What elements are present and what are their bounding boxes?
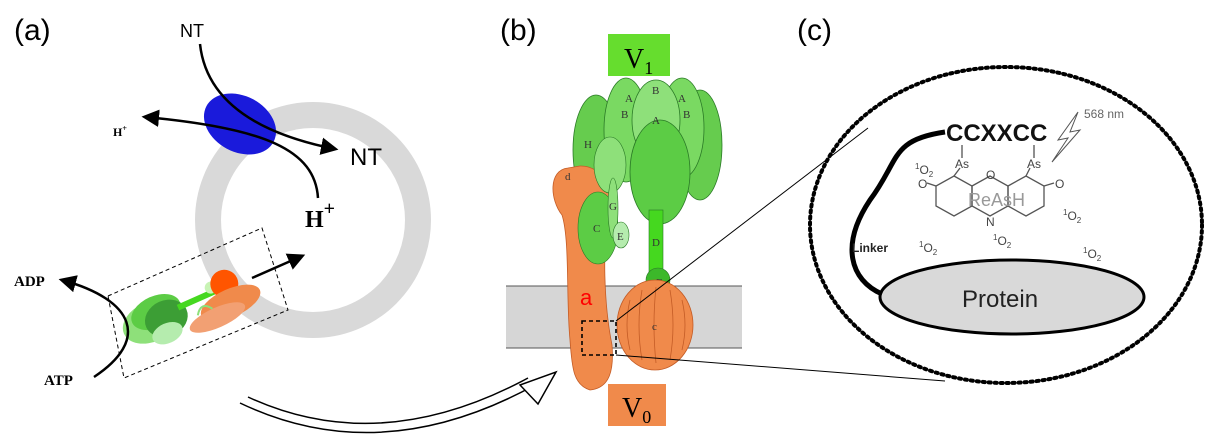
subunit-b1: B: [652, 85, 659, 97]
panel-a: (a) NT H+ NT H+ A: [14, 14, 431, 389]
subunit-a3: A: [652, 115, 660, 127]
subunit-a1: A: [625, 93, 633, 105]
lightning-icon: [1051, 111, 1082, 163]
atpase-dashed-box: [107, 227, 289, 379]
transporter-ellipse: [203, 93, 277, 155]
as-left-label: As: [955, 157, 969, 171]
zoom-line-bottom: [615, 354, 946, 382]
subunit-a2: A: [678, 93, 686, 105]
tag-sequence: CCXXCC: [946, 120, 1047, 147]
v1-head: [572, 77, 723, 225]
subunit-b2: B: [621, 109, 628, 121]
panel-c-label: (c): [797, 14, 832, 47]
o-left-label: O: [918, 177, 927, 191]
zoom-box: [581, 320, 617, 356]
reash-rings: [926, 167, 1055, 217]
nt-top-label: NT: [180, 21, 204, 41]
subunit-h: H: [584, 139, 592, 151]
o-right-label: O: [1055, 177, 1064, 191]
singlet-o2-4: 1O2: [993, 233, 1012, 250]
vesicle-ring: [195, 102, 431, 338]
o-center-label: O: [986, 168, 995, 182]
subunit-e-shape: [612, 221, 630, 249]
v0-label: V0: [622, 393, 651, 427]
v1-label: V1: [624, 44, 653, 78]
panel-b-label: (b): [500, 14, 537, 47]
mini-vatpase: [122, 269, 261, 345]
c-ring: [616, 279, 694, 371]
as-right-label: As: [1027, 157, 1041, 171]
v1-box: [608, 34, 670, 76]
atp-adp-arrow: [58, 275, 130, 379]
nt-arrow: [198, 43, 339, 155]
proton-pump-arrow: [251, 253, 306, 280]
h-plus-big-label: H+: [305, 198, 335, 233]
subunit-c-upper: C: [593, 223, 600, 235]
panel-b: (b) V1 A B A B A B D F a H: [500, 14, 742, 427]
subunit-d-small: d: [565, 171, 571, 183]
panel-c: (c) Protein Linker CCXXCC 568 nm As As O: [797, 14, 1204, 385]
h-plus-arrow: [141, 109, 320, 199]
protein-ellipse: [878, 258, 1146, 336]
h-plus-small-label: H+: [113, 124, 127, 139]
subunit-a-label: a: [580, 285, 593, 310]
wavelength-label: 568 nm: [1084, 107, 1124, 121]
nt-right-label: NT: [350, 144, 382, 171]
protein-label: Protein: [962, 286, 1038, 313]
zoom-dotted-ellipse: [808, 65, 1204, 385]
singlet-o2-5: 1O2: [1083, 246, 1102, 263]
adp-label: ADP: [14, 274, 45, 290]
reash-label: ReAsH: [968, 190, 1025, 210]
subunit-e: E: [617, 231, 624, 243]
subunit-d-upper: D: [652, 237, 660, 249]
v0-box: [608, 384, 666, 426]
singlet-o2-2: 1O2: [1063, 208, 1082, 225]
linker-label: Linker: [852, 241, 888, 255]
subunit-c-ring: c: [652, 321, 657, 333]
subunit-b3: B: [683, 109, 690, 121]
linker-line: [849, 129, 946, 297]
n-bottom-label: N: [986, 215, 995, 229]
singlet-o2-3: 1O2: [919, 240, 938, 257]
atp-label: ATP: [44, 373, 73, 389]
subunit-g: G: [609, 201, 617, 213]
transition-arrow: [239, 370, 558, 434]
panel-a-label: (a): [14, 14, 51, 47]
singlet-o2-1: 1O2: [915, 162, 934, 179]
